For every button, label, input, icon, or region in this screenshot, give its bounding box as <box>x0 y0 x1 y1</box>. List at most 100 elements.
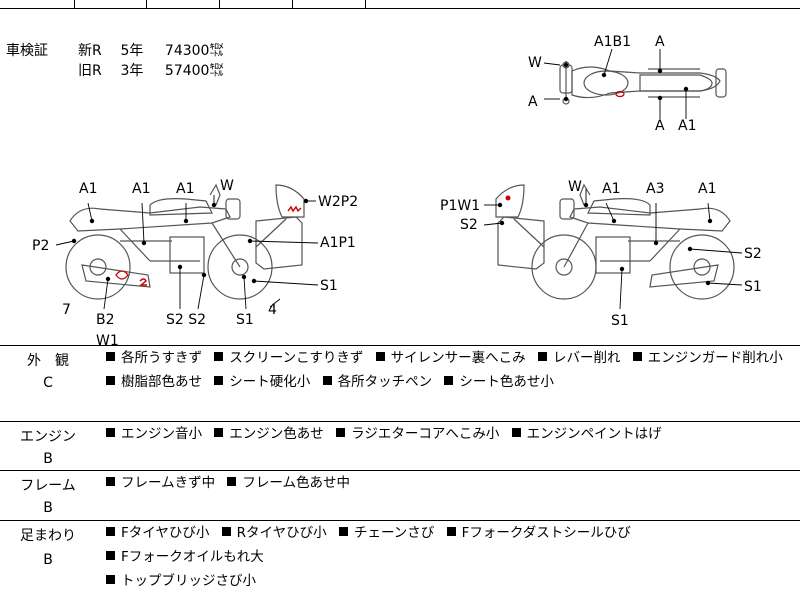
label-p1w1: P1W1 <box>440 198 480 214</box>
item-text: Fフォークダストシールひび <box>461 525 631 541</box>
item-text: Rタイヤひび小 <box>236 525 327 541</box>
bullet-square-icon <box>446 527 456 536</box>
label-a1: A1 <box>698 181 716 197</box>
bullet-square-icon <box>632 352 642 361</box>
label-a1: A1 <box>132 181 150 197</box>
label-s1: S1 <box>611 313 629 329</box>
list-item: Fタイヤひび小 <box>106 525 209 541</box>
item-text: Fフォークオイルもれ大 <box>121 549 264 565</box>
item-text: フレーム色あせ中 <box>242 475 351 491</box>
bullet-square-icon <box>336 428 346 437</box>
label-s1: S1 <box>744 279 762 295</box>
list-item: チェーンさび <box>338 525 434 541</box>
item-text: ラジエターコアへこみ小 <box>351 426 500 442</box>
bullet-square-icon <box>511 428 521 437</box>
damage-mark <box>505 195 511 201</box>
label-p2: P2 <box>32 238 49 254</box>
list-item: 各所タッチペン <box>322 374 433 390</box>
label-s2: S2 <box>744 246 762 262</box>
strip-divider <box>146 0 147 8</box>
list-item: ラジエターコアへこみ小 <box>336 426 499 442</box>
item-text: 樹脂部色あせ <box>121 374 202 390</box>
right-side-motorcycle <box>495 183 735 300</box>
item-text: レバー削れ <box>552 350 621 366</box>
label-s1: S1 <box>320 278 338 294</box>
bullet-square-icon <box>106 376 115 385</box>
strip-divider <box>292 0 293 8</box>
section-grade: B <box>43 451 53 467</box>
strip-divider <box>219 0 220 8</box>
list-item: エンジンガード削れ小 <box>632 350 783 366</box>
left-side-motorcycle <box>65 183 305 300</box>
left-side-pointers <box>55 195 319 310</box>
item-text: 各所タッチペン <box>337 374 433 390</box>
label-7: 7 <box>62 302 71 318</box>
section-items: Fタイヤひび小 Rタイヤひび小 チェーンさび Fフォークダストシールひび Fフォ… <box>106 521 796 593</box>
section-frame: フレーム B フレームきず中 フレーム色あせ中 <box>0 470 800 521</box>
list-item: トップブリッジさび小 <box>106 573 256 589</box>
label-s2s2: S2 S2 <box>166 312 206 328</box>
label-w: W <box>568 179 582 195</box>
item-line: トップブリッジさび小 <box>106 569 796 593</box>
item-text: シート色あせ小 <box>459 374 554 390</box>
section-exterior: 外 観 C 各所うすきず スクリーンこすりきず サイレンサー裏へこみ レバー削れ… <box>0 345 800 422</box>
shaken-km: 74300㌖ <box>164 43 224 59</box>
section-suspension: 足まわり B Fタイヤひび小 Rタイヤひび小 チェーンさび Fフォークダストシー… <box>0 520 800 601</box>
bullet-square-icon <box>221 527 231 536</box>
top-view-pointers <box>543 48 687 119</box>
section-engine: エンジン B エンジン音小 エンジン色あせ ラジエターコアへこみ小 エンジンペイ… <box>0 421 800 471</box>
item-line: フレームきず中 フレーム色あせ中 <box>106 471 796 495</box>
item-text: Fタイヤひび小 <box>121 525 210 541</box>
item-line: 樹脂部色あせ シート硬化小 各所タッチペン シート色あせ小 <box>106 370 796 394</box>
item-text: トップブリッジさび小 <box>121 573 256 589</box>
list-item: エンジン音小 <box>106 426 202 442</box>
label-w: W <box>220 178 234 194</box>
label-a1p1: A1P1 <box>320 235 356 251</box>
condition-sections: 外 観 C 各所うすきず スクリーンこすりきず サイレンサー裏へこみ レバー削れ… <box>0 345 800 600</box>
list-item: 各所うすきず <box>106 350 202 366</box>
label-a: A <box>655 118 665 134</box>
section-items: エンジン音小 エンジン色あせ ラジエターコアへこみ小 エンジンペイントはげ <box>106 422 796 446</box>
strip-divider <box>365 0 366 8</box>
list-item: レバー削れ <box>537 350 621 366</box>
section-items: 各所うすきず スクリーンこすりきず サイレンサー裏へこみ レバー削れ エンジンガ… <box>106 346 796 394</box>
right-side-pointers <box>483 189 743 310</box>
shaken-years: 3年 <box>120 63 144 79</box>
item-text: 各所うすきず <box>121 350 202 366</box>
item-text: エンジンガード削れ小 <box>647 350 783 366</box>
item-line: Fタイヤひび小 Rタイヤひび小 チェーンさび Fフォークダストシールひび Fフォ… <box>106 521 796 569</box>
section-name: フレーム <box>20 478 76 494</box>
item-text: スクリーンこすりきず <box>229 350 364 366</box>
section-name: 外 観 <box>27 353 69 369</box>
list-item: エンジンペイントはげ <box>511 426 662 442</box>
list-item: フレーム色あせ中 <box>227 475 350 491</box>
bullet-square-icon <box>106 575 115 584</box>
label-a1: A1 <box>602 181 620 197</box>
damage-mark <box>615 90 625 98</box>
section-grade: B <box>43 500 53 516</box>
label-a: A <box>528 94 538 110</box>
list-item: シート色あせ小 <box>444 374 554 390</box>
bullet-square-icon <box>338 527 348 536</box>
motorcycle-diagram: A1B1 A W A A A1 <box>32 34 762 345</box>
item-text: エンジン色あせ <box>229 426 324 442</box>
shaken-label: 車検証 <box>6 43 48 59</box>
list-item: Fフォークダストシールひび <box>446 525 631 541</box>
label-a1: A1 <box>678 118 696 134</box>
top-view-motorcycle <box>559 61 727 105</box>
bullet-square-icon <box>106 551 115 560</box>
label-s2: S2 <box>460 217 478 233</box>
item-line: エンジン音小 エンジン色あせ ラジエターコアへこみ小 エンジンペイントはげ <box>106 422 796 446</box>
bullet-square-icon <box>375 352 385 361</box>
damage-mark <box>115 270 129 280</box>
shaken-km: 57400㌖ <box>164 63 224 79</box>
label-w1: W1 <box>96 333 119 345</box>
label-w: W <box>528 55 542 71</box>
label-w2p2: W2P2 <box>318 194 358 210</box>
item-text: フレームきず中 <box>121 475 216 491</box>
list-item: シート硬化小 <box>214 374 310 390</box>
label-a: A <box>655 34 665 50</box>
item-text: サイレンサー裏へこみ <box>390 350 526 366</box>
item-text: エンジンペイントはげ <box>526 426 662 442</box>
